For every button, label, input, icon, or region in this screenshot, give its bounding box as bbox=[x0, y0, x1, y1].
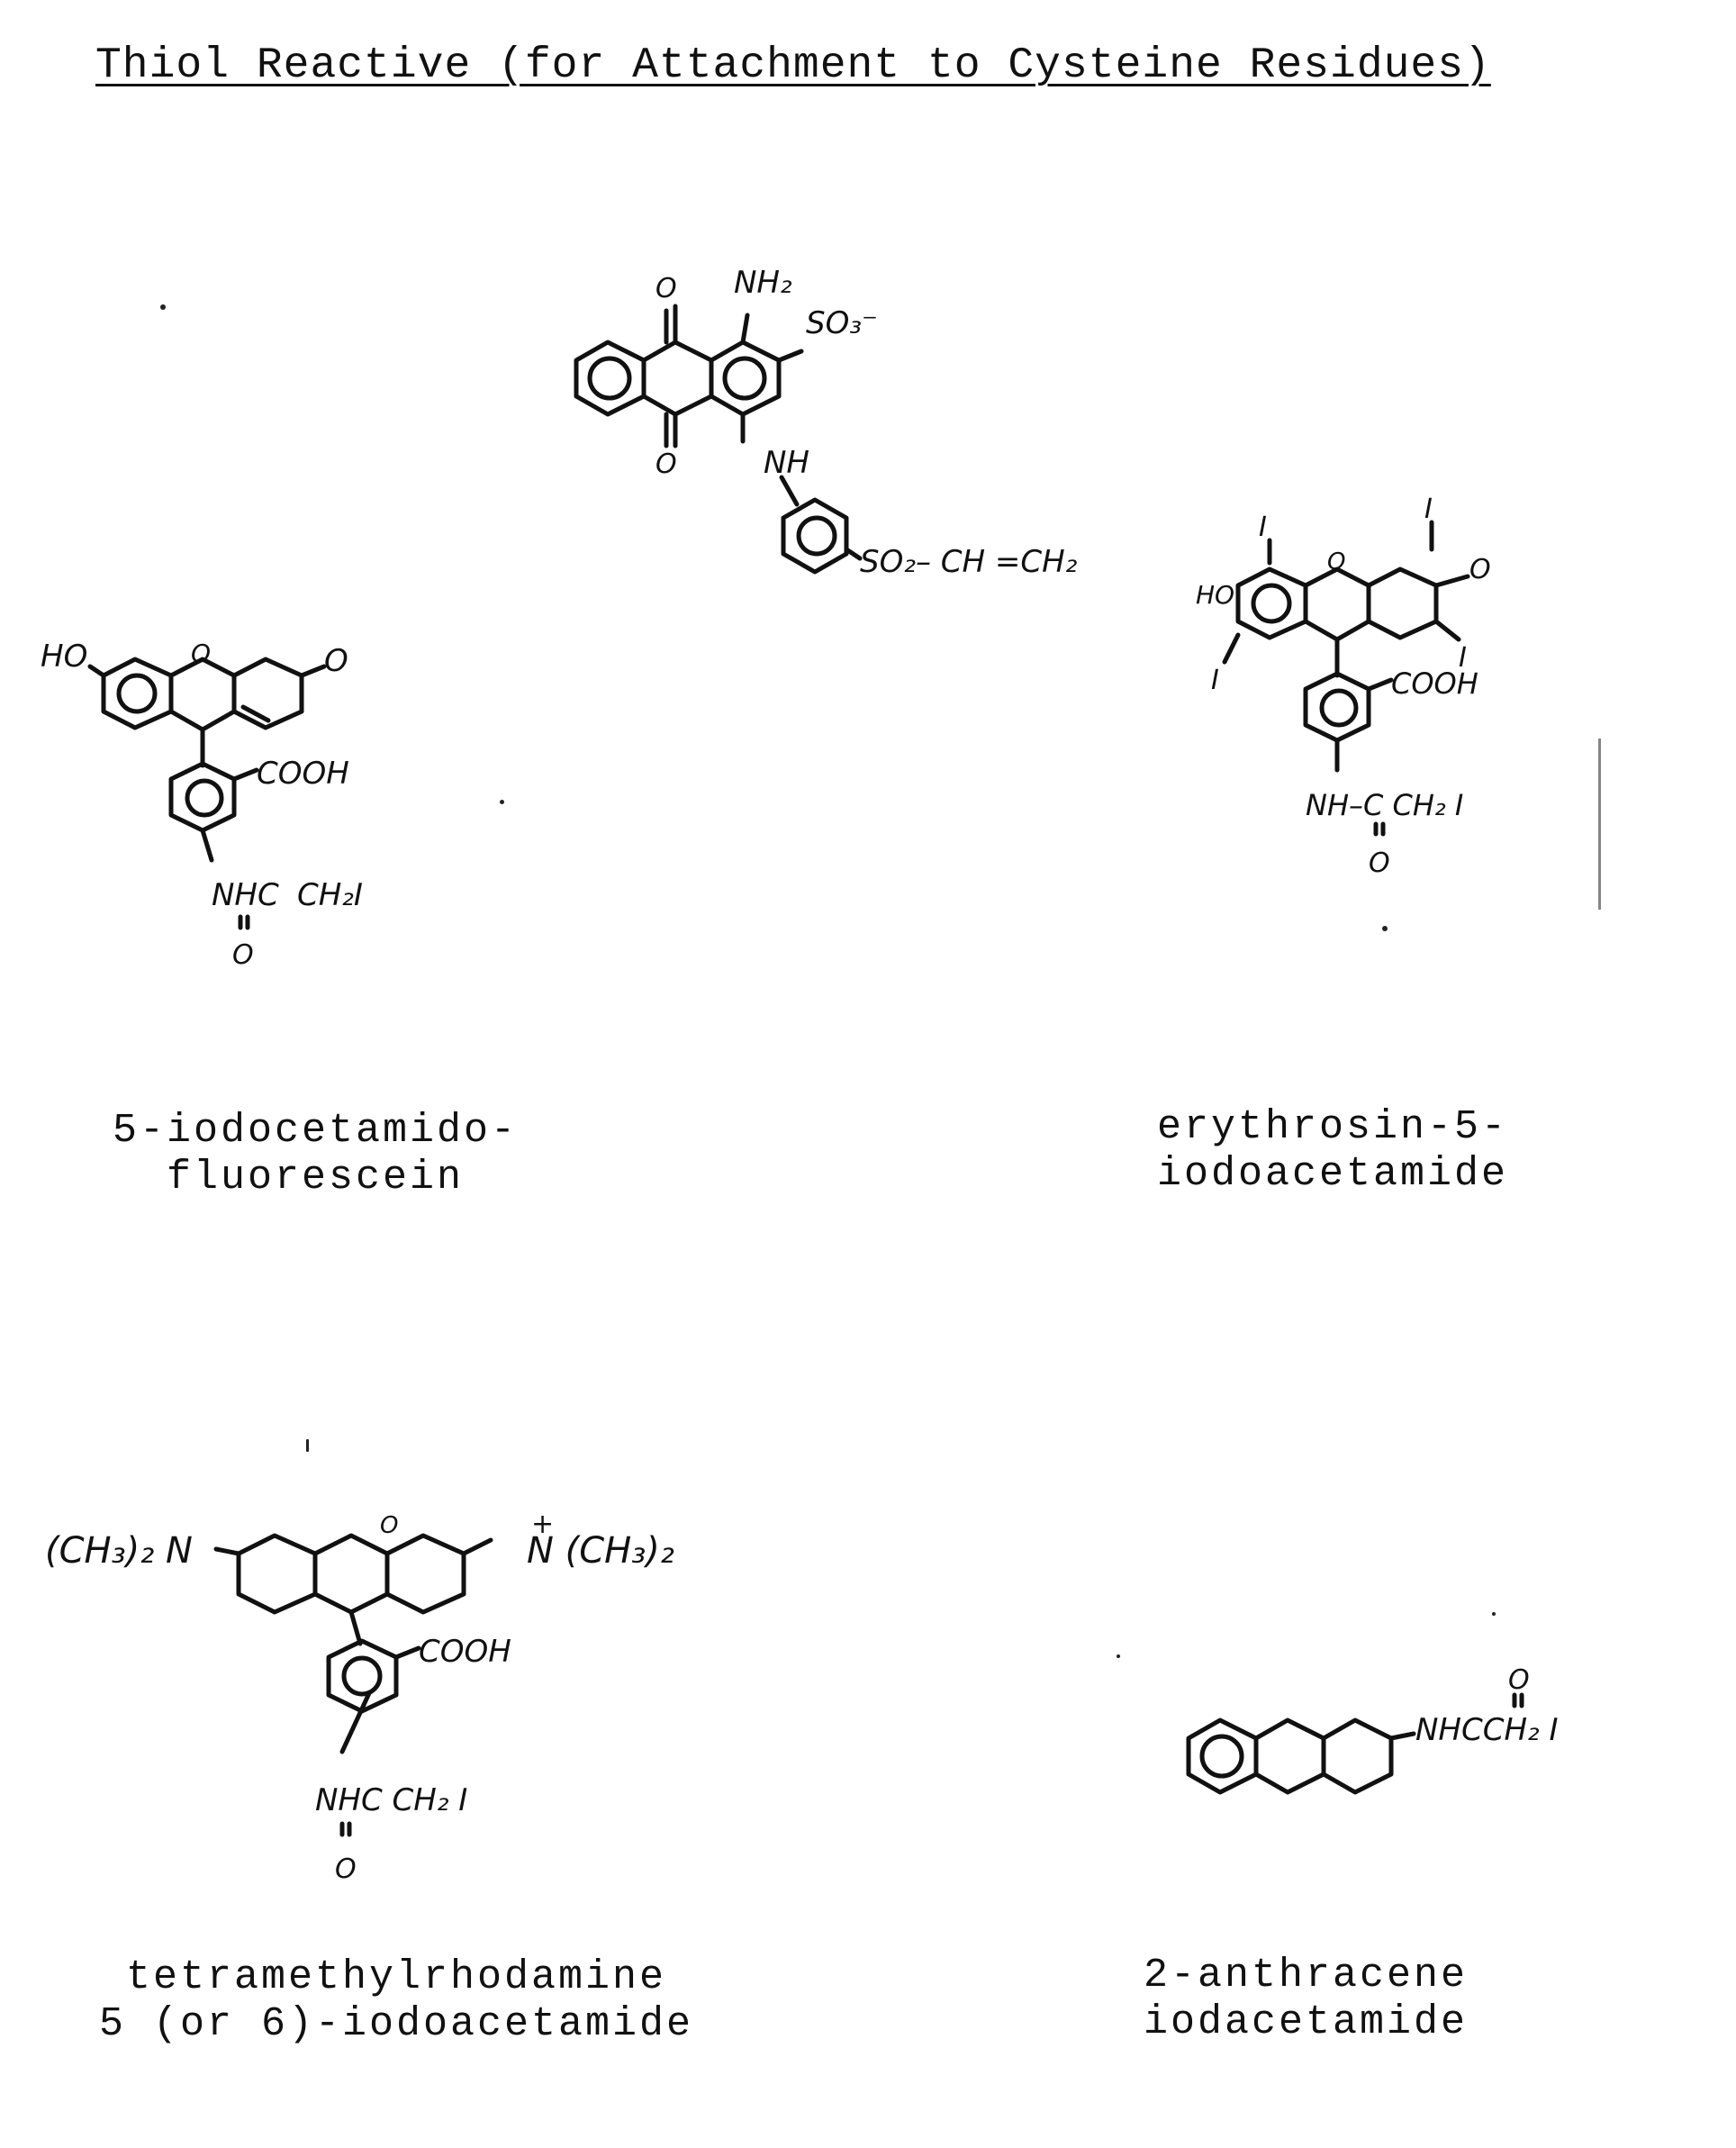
nhc-ch2-i-label: NHC CH₂ I bbox=[315, 1782, 467, 1818]
so3-label: SO₃⁻ bbox=[806, 305, 878, 341]
ring-o-label: O bbox=[1327, 548, 1345, 576]
nh-c-ch2-i-label: NH–C CH₂ I bbox=[1306, 788, 1463, 822]
compound-label-erythrosin: erythrosin-5- iodoacetamide bbox=[1126, 1104, 1540, 1198]
keto-o-label: O bbox=[1469, 554, 1491, 585]
label-line: iodacetamide bbox=[1126, 1999, 1486, 2046]
label-line: erythrosin-5- bbox=[1126, 1104, 1540, 1151]
vinylsulfone-label: SO₂– CH =CH₂ bbox=[860, 544, 1078, 580]
fluorescein-structure: HO O O COOH NHC CH₂I O bbox=[36, 630, 450, 991]
label-line: iodoacetamide bbox=[1126, 1151, 1540, 1198]
page-title: Thiol Reactive (for Attachment to Cystei… bbox=[95, 41, 1491, 90]
ho-label: HO bbox=[1196, 580, 1234, 610]
iodine-2-label: I bbox=[1424, 494, 1433, 525]
label-line: tetramethylrhodamine bbox=[63, 1954, 729, 2001]
scan-speck bbox=[1382, 926, 1388, 931]
ring-o-label: O bbox=[380, 1512, 398, 1539]
nhc-ch2-i-label: NHCCH₂ I bbox=[1415, 1712, 1559, 1748]
keto-o-top-label: O bbox=[656, 273, 677, 304]
scan-speck bbox=[306, 1439, 309, 1452]
tetramethylrhodamine-structure: (CH₃)₂ N + N (CH₃)₂ O COOH NHC CH₂ I O bbox=[45, 1477, 729, 1891]
iodine-3-label: I bbox=[1211, 665, 1219, 696]
scan-speck bbox=[1117, 1654, 1120, 1658]
scan-speck bbox=[500, 800, 504, 804]
amide-o-label: O bbox=[335, 1853, 357, 1885]
scan-margin-mark bbox=[1598, 739, 1601, 910]
nh2-label: NH₂ bbox=[734, 265, 792, 301]
cooh-label: COOH bbox=[1391, 666, 1478, 701]
scan-speck bbox=[1492, 1612, 1496, 1616]
erythrosin-structure: I I I I HO O O COOH NH–C CH₂ I O bbox=[1171, 513, 1549, 901]
carbonyl-o-label: O bbox=[1508, 1664, 1530, 1696]
label-line: fluorescein bbox=[108, 1155, 522, 1201]
compound-label-anthracene: 2-anthracene iodacetamide bbox=[1126, 1953, 1486, 2046]
anthracene-structure: O NHCCH₂ I bbox=[1180, 1639, 1630, 1819]
label-line: 2-anthracene bbox=[1126, 1953, 1486, 1999]
nh-label: NH bbox=[764, 445, 809, 481]
ho-label: HO bbox=[41, 639, 87, 675]
keto-o-label: O bbox=[324, 643, 348, 679]
scan-speck bbox=[160, 304, 166, 310]
ch2i-label: CH₂I bbox=[297, 877, 363, 913]
anthraquinone-vinylsulfone-structure: O O NH₂ SO₃⁻ NH SO₂– CH =CH₂ bbox=[558, 261, 1135, 603]
dimethylamino-left-label: (CH₃)₂ N bbox=[45, 1530, 193, 1572]
label-line: 5-iodocetamido- bbox=[108, 1108, 522, 1155]
label-line: 5 (or 6)-iodoacetamide bbox=[63, 2001, 729, 2048]
amide-o-label: O bbox=[232, 939, 254, 971]
iodine-1-label: I bbox=[1259, 512, 1267, 543]
ring-o-label: O bbox=[191, 639, 211, 668]
cooh-label: COOH bbox=[419, 1634, 511, 1670]
dimethyliminium-right-label: N (CH₃)₂ bbox=[527, 1530, 674, 1572]
amide-o-label: O bbox=[1369, 847, 1390, 879]
compound-label-tetramethylrhodamine: tetramethylrhodamine 5 (or 6)-iodoacetam… bbox=[63, 1954, 729, 2048]
cooh-label: COOH bbox=[257, 756, 349, 792]
keto-o-bottom-label: O bbox=[656, 449, 677, 480]
compound-label-fluorescein: 5-iodocetamido- fluorescein bbox=[108, 1108, 522, 1201]
nhc-label: NHC bbox=[212, 877, 279, 913]
